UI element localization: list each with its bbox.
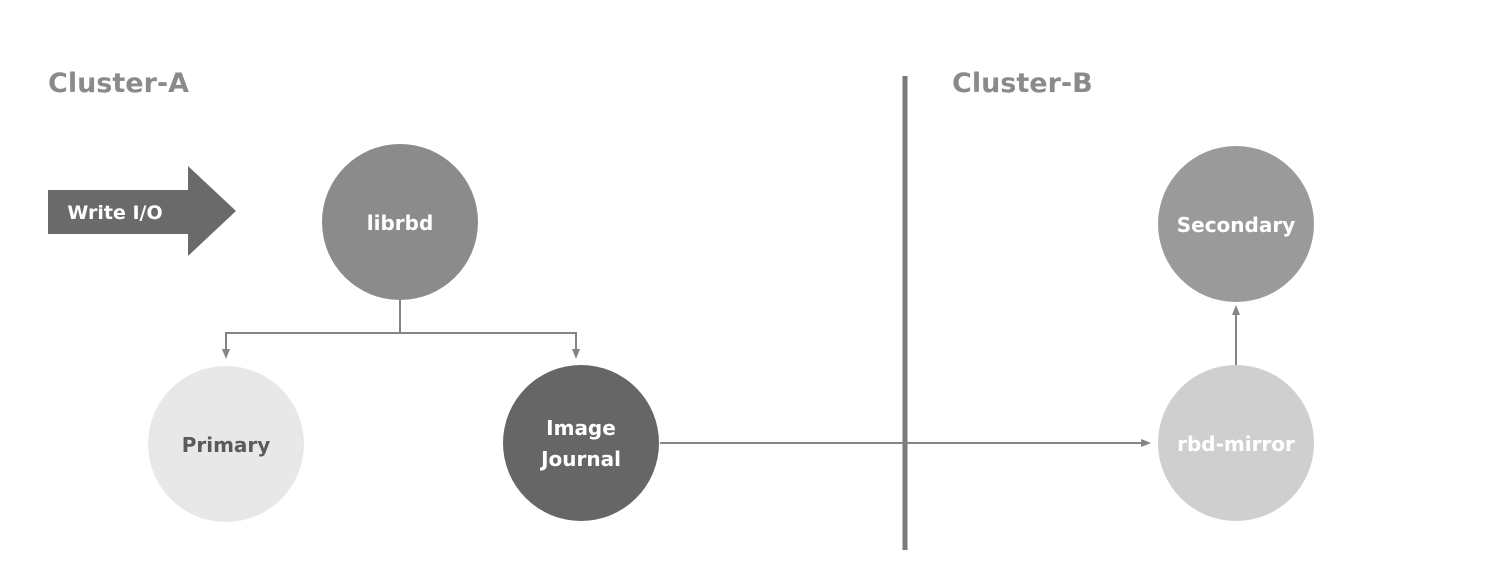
secondary-node xyxy=(1158,146,1314,302)
primary-node xyxy=(148,366,304,522)
write-io-label: Write I/O xyxy=(67,202,162,224)
librbd-to-journal-connector xyxy=(400,332,580,359)
image-journal-node xyxy=(503,365,659,521)
primary-label: Primary xyxy=(182,433,271,457)
librbd-label: librbd xyxy=(367,211,434,235)
secondary-label: Secondary xyxy=(1177,213,1296,237)
cluster-b-title: Cluster-B xyxy=(952,68,1093,99)
rbd-mirror-label: rbd-mirror xyxy=(1177,432,1295,456)
rbd-mirror-node xyxy=(1158,365,1314,521)
image-journal-label-line2: Journal xyxy=(539,447,621,471)
librbd-to-primary-connector xyxy=(222,300,401,359)
write-io-arrow xyxy=(48,166,236,256)
librbd-node xyxy=(322,144,478,300)
cluster-a-title: Cluster-A xyxy=(48,68,189,99)
image-journal-label-line1: Image xyxy=(546,416,616,440)
